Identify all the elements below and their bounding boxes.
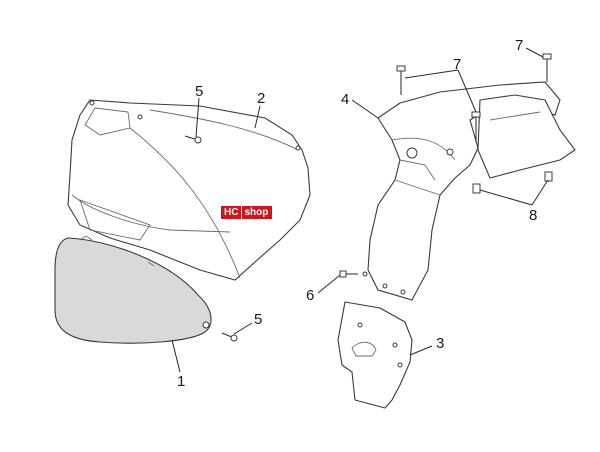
callout-6: 6	[306, 287, 314, 304]
screw-5-upper	[184, 135, 202, 144]
callout-4: 4	[341, 91, 349, 108]
callout-2: 2	[257, 90, 265, 107]
callout-7-right: 7	[515, 37, 523, 54]
screw-6	[339, 270, 358, 278]
screw-5-lower	[221, 332, 238, 342]
callout-8: 8	[529, 207, 537, 224]
bracket-part-4	[362, 81, 576, 301]
watermark-suffix: shop	[241, 206, 273, 219]
leader-lines	[171, 47, 549, 373]
watermark-prefix: HC	[221, 206, 242, 219]
callout-labels: 1 2 3 4 5 5 6 7 7 8	[177, 37, 537, 390]
callout-3: 3	[436, 335, 444, 352]
callout-5-upper: 5	[195, 83, 203, 100]
plate-part-3	[337, 301, 413, 409]
callout-7-left: 7	[453, 56, 461, 73]
screw-7-c	[542, 53, 552, 82]
callout-5-lower: 5	[254, 311, 262, 328]
inner-panel-part-1	[54, 235, 212, 344]
callout-1: 1	[177, 373, 185, 390]
side-cover-part-2	[67, 99, 311, 281]
hcshop-watermark-logo: HC shop	[221, 206, 273, 219]
screw-7-a	[396, 65, 406, 95]
spacer-8-b	[544, 171, 553, 182]
spacer-8-a	[472, 183, 481, 194]
